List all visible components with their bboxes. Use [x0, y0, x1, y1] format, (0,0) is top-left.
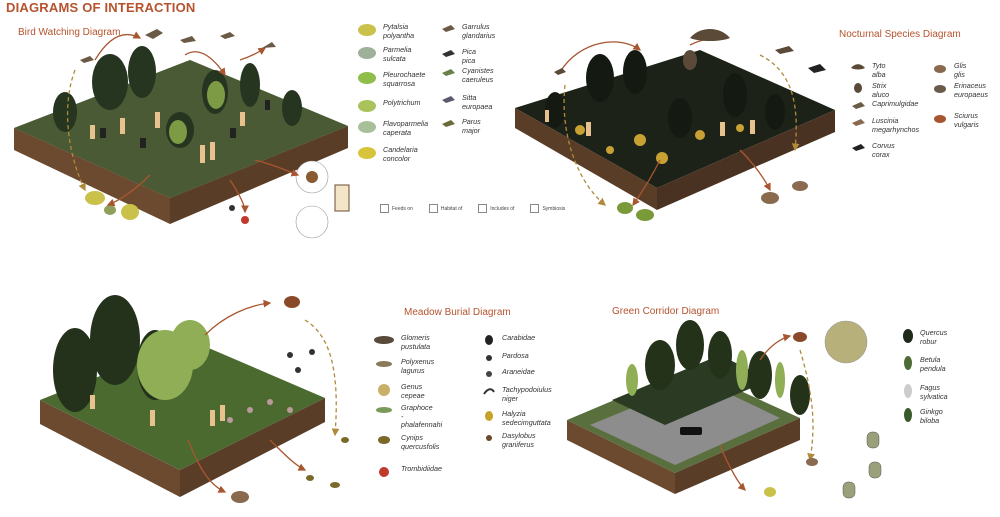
key-item: Includes of	[478, 204, 514, 213]
legend-item: Erinaceus europaeus	[932, 81, 988, 99]
legend-item: Luscinia megarhynchos	[850, 116, 919, 134]
legend-item: Graphoce -phalafennahi	[373, 403, 442, 430]
legend-item: Cynips quercusfolis	[373, 433, 439, 451]
legend-item: Parmelia sulcata	[357, 45, 411, 63]
legend-item: Strix aluco	[850, 81, 889, 99]
meadow-block	[40, 295, 349, 503]
legend-item: Polyxenus lagurus	[373, 357, 434, 375]
legend-item: Candelaria concolor	[357, 145, 418, 163]
legend-item: Tachypodoiulus niger	[482, 385, 552, 403]
corridor-diagram-title: Green Corridor Diagram	[612, 306, 720, 317]
legend-item: Pleurochaete squarrosa	[357, 70, 425, 88]
bird-diagram-title: Bird Watching Diagram	[18, 27, 121, 38]
legend-item: Trombidiidae	[373, 464, 442, 479]
legend-item: Quercus robur	[902, 328, 947, 346]
bird-block	[14, 29, 350, 239]
nocturnal-block	[515, 29, 835, 221]
page-title: DIAGRAMS OF INTERACTION	[6, 0, 196, 15]
legend-item: Pardosa	[482, 351, 529, 364]
legend-item: Sciurus vulgaris	[932, 111, 979, 129]
legend-item: Garrulus glandarius	[440, 22, 495, 40]
key-item: Feeds on	[380, 204, 413, 213]
key-item: Habitat of	[428, 204, 462, 213]
legend-item: Caprimulgidae	[850, 99, 918, 112]
legend-item: Halyzia sedecimguttata	[482, 409, 551, 427]
legend-item: Pica pica	[440, 47, 476, 65]
legend-item: Cyanistes caeruleus	[440, 66, 494, 84]
legend-item: Pytalsia polyantha	[357, 22, 414, 40]
key-item: Symbiosis	[530, 204, 565, 213]
nocturnal-diagram-title: Nocturnal Species Diagram	[839, 29, 961, 40]
interaction-key: Feeds on Habitat of Includes of Symbiosi…	[380, 204, 565, 213]
legend-item: Glomeris pustulata	[373, 333, 430, 351]
legend-item: Parus major	[440, 117, 481, 135]
legend-item: Genus cepeae	[373, 382, 425, 400]
meadow-diagram-title: Meadow Burial Diagram	[404, 307, 511, 318]
legend-item: Fagus sylvatica	[902, 383, 948, 401]
legend-item: Betula pendula	[902, 355, 946, 373]
corridor-block	[567, 320, 882, 499]
legend-item: Tyto alba	[850, 61, 886, 79]
legend-item: Ginkgo biloba	[902, 407, 943, 425]
legend-item: Corvus corax	[850, 141, 895, 159]
legend-item: Dasylobus graniferus	[482, 431, 536, 449]
legend-item: Glis glis	[932, 61, 966, 79]
legend-item: Flavoparmelia caperata	[357, 119, 428, 137]
legend-item: Polytrichum	[357, 98, 421, 113]
legend-item: Carabidae	[482, 333, 535, 346]
legend-item: Araneidae	[482, 367, 535, 380]
legend-item: Sitta europaea	[440, 93, 492, 111]
